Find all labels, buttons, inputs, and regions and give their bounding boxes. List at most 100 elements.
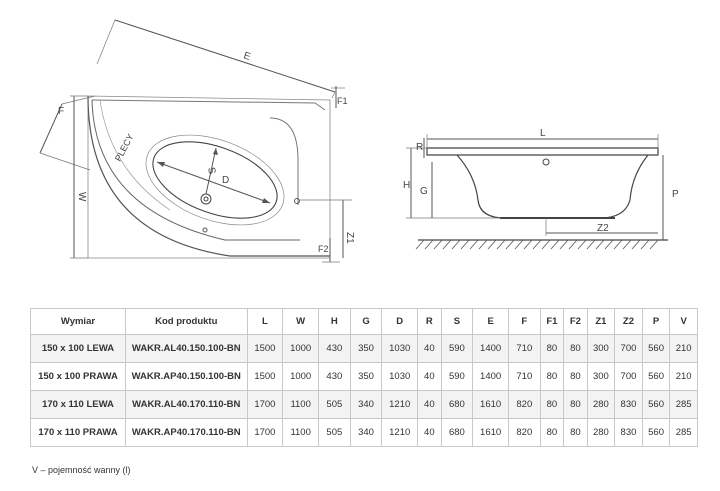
floor-hatching: [415, 239, 659, 250]
dim-z1-label: Z1: [344, 232, 355, 244]
dimension-cell: 80: [563, 390, 588, 419]
dimension-cell: 80: [539, 334, 565, 363]
hatch-line: [577, 239, 587, 250]
dimension-cell: 285: [669, 418, 698, 447]
column-header: E: [472, 308, 509, 335]
product-code-cell: WAKR.AP40.170.110-BN: [124, 418, 248, 447]
column-header: L: [246, 308, 284, 335]
dimension-cell: 590: [440, 334, 474, 363]
column-header: P: [641, 308, 671, 335]
dim-f1-label: F1: [337, 96, 348, 106]
dimension-cell: 505: [318, 390, 351, 419]
dimension-cell: 830: [614, 418, 643, 447]
dimension-cell: 505: [318, 418, 351, 447]
dimension-cell: 280: [586, 418, 616, 447]
dimension-cell: 210: [669, 334, 698, 363]
hatch-line: [622, 239, 632, 250]
column-header: H: [318, 308, 351, 335]
hatch-line: [568, 239, 578, 250]
dimension-cell: 80: [539, 418, 565, 447]
dimension-cell: 820: [507, 390, 541, 419]
dimension-cell: 210: [669, 362, 698, 391]
dimension-cell: 340: [349, 390, 383, 419]
size-cell: 150 x 100 PRAWA: [30, 362, 126, 391]
dim-d-label: D: [222, 175, 229, 186]
dimension-cell: 560: [641, 334, 671, 363]
dimension-cell: 710: [507, 334, 541, 363]
dimension-cell: 430: [318, 362, 351, 391]
hatch-line: [550, 239, 560, 250]
hatch-line: [505, 239, 515, 250]
dimension-cell: 1100: [282, 418, 320, 447]
hatch-line: [442, 239, 452, 250]
dimension-cell: 1000: [282, 362, 320, 391]
hatch-line: [496, 239, 506, 250]
dimension-cell: 700: [614, 334, 643, 363]
dim-r-label: R: [416, 142, 423, 153]
hatch-line: [595, 239, 605, 250]
hatch-line: [523, 239, 533, 250]
capacity-footnote: V – pojemność wanny (l): [32, 465, 131, 475]
dimension-cell: 1500: [246, 334, 284, 363]
column-header: Wymiar: [30, 308, 126, 335]
technical-drawings: E F F1 W Z1 F2 S D PLECY L R H G: [39, 19, 679, 263]
column-header: S: [440, 308, 474, 335]
hatch-line: [487, 239, 497, 250]
size-cell: 150 x 100 LEWA: [30, 334, 126, 363]
dimension-cell: 40: [417, 418, 442, 447]
dimension-cell: 1700: [246, 390, 284, 419]
dimension-cell: 1000: [282, 334, 320, 363]
dimension-cell: 1210: [381, 418, 419, 447]
product-code-cell: WAKR.AL40.170.110-BN: [124, 390, 248, 419]
hatch-line: [559, 239, 569, 250]
dimension-cell: 1500: [246, 362, 284, 391]
hatch-line: [478, 239, 488, 250]
hatch-line: [424, 239, 434, 250]
dimension-cell: 80: [539, 362, 565, 391]
dim-w-label: W: [76, 192, 87, 202]
dimension-cell: 1400: [472, 334, 509, 363]
size-cell: 170 x 110 PRAWA: [30, 418, 126, 447]
dimension-cell: 340: [349, 418, 383, 447]
dimension-cell: 1700: [246, 418, 284, 447]
column-header: V: [669, 308, 698, 335]
hatch-line: [451, 239, 461, 250]
dimension-cell: 700: [614, 362, 643, 391]
side-view-drawing: [406, 134, 668, 241]
dim-f-label: F: [58, 106, 64, 117]
column-header: G: [349, 308, 383, 335]
hatch-line: [586, 239, 596, 250]
dimension-cell: 40: [417, 390, 442, 419]
column-header: Kod produktu: [124, 308, 248, 335]
hatch-line: [469, 239, 479, 250]
dimension-cell: 830: [614, 390, 643, 419]
hatch-line: [415, 239, 425, 250]
dim-z2-label: Z2: [597, 223, 609, 234]
dim-p-label: P: [672, 189, 679, 200]
dimension-cell: 40: [417, 362, 442, 391]
dim-s-label: S: [205, 166, 217, 175]
dimension-cell: 560: [641, 390, 671, 419]
dim-l-label: L: [540, 128, 546, 139]
dimension-cell: 280: [586, 390, 616, 419]
column-header: F: [507, 308, 541, 335]
dimension-cell: 560: [641, 362, 671, 391]
hatch-line: [604, 239, 614, 250]
top-view-drawing: [39, 19, 352, 263]
hatch-line: [541, 239, 551, 250]
dimension-cell: 820: [507, 418, 541, 447]
dimension-cell: 1100: [282, 390, 320, 419]
dim-h-label: H: [403, 180, 410, 191]
hatch-line: [532, 239, 542, 250]
dimension-cell: 300: [586, 362, 616, 391]
hatch-line: [631, 239, 641, 250]
hatch-line: [640, 239, 650, 250]
hatch-line: [613, 239, 623, 250]
product-code-cell: WAKR.AP40.150.100-BN: [124, 362, 248, 391]
dimension-cell: 285: [669, 390, 698, 419]
